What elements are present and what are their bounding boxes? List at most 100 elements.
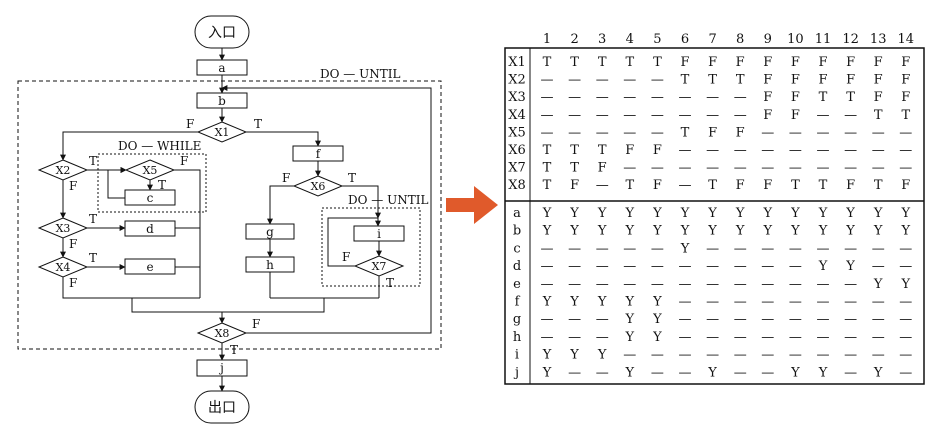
action-cell: —	[541, 241, 554, 256]
action-cell: Y	[680, 206, 690, 221]
condition-cell: —	[844, 108, 857, 123]
action-cell: —	[706, 348, 719, 363]
condition-cell: —	[541, 90, 554, 105]
action-cell: —	[596, 365, 609, 380]
condition-cell: F	[736, 125, 745, 140]
condition-cell: F	[736, 178, 745, 193]
condition-cell: T	[543, 161, 552, 176]
action-cell: —	[789, 259, 802, 274]
action-cell: —	[596, 241, 609, 256]
x2-true-label: T	[89, 154, 97, 168]
condition-cell: —	[734, 143, 747, 158]
action-cell: —	[734, 295, 747, 310]
x1-true-label: T	[254, 117, 262, 131]
action-cell: —	[872, 348, 885, 363]
action-cell: Y	[818, 365, 828, 380]
condition-cell: —	[706, 161, 719, 176]
action-cell: —	[568, 259, 581, 274]
action-cell: —	[596, 330, 609, 345]
action-cell: —	[817, 348, 830, 363]
condition-cell: F	[791, 55, 800, 70]
table-column-header: 7	[708, 32, 716, 47]
condition-cell: —	[789, 143, 802, 158]
action-cell: —	[651, 241, 664, 256]
condition-row-label: X2	[508, 73, 526, 88]
condition-cell: —	[679, 161, 692, 176]
action-cell: Y	[542, 206, 552, 221]
action-cell: —	[844, 277, 857, 292]
action-cell: Y	[625, 365, 635, 380]
condition-cell: T	[598, 55, 607, 70]
exit-terminator	[194, 390, 250, 424]
condition-cell: —	[679, 178, 692, 193]
condition-row-label: X7	[508, 161, 526, 176]
action-cell: —	[761, 259, 774, 274]
condition-cell: —	[761, 125, 774, 140]
condition-cell: F	[708, 125, 717, 140]
action-cell: —	[817, 295, 830, 310]
action-cell: Y	[901, 206, 911, 221]
action-cell: Y	[680, 224, 690, 239]
x3-true-label: T	[89, 212, 97, 226]
condition-cell: —	[844, 161, 857, 176]
condition-cell: —	[541, 108, 554, 123]
action-cell: —	[789, 277, 802, 292]
x7-true-label: T	[386, 276, 394, 290]
condition-row-label: X3	[508, 90, 526, 105]
action-cell: Y	[818, 259, 828, 274]
condition-cell: —	[706, 90, 719, 105]
action-cell: —	[872, 295, 885, 310]
action-cell: Y	[873, 277, 883, 292]
condition-cell: —	[596, 125, 609, 140]
condition-cell: F	[653, 143, 662, 158]
condition-cell: F	[680, 55, 689, 70]
x6-true-label: T	[348, 171, 356, 185]
action-cell: —	[761, 330, 774, 345]
action-cell: Y	[625, 330, 635, 345]
condition-cell: —	[789, 125, 802, 140]
action-cell: —	[761, 295, 774, 310]
action-cell: —	[872, 259, 885, 274]
action-cell: —	[734, 277, 747, 292]
condition-cell: T	[846, 90, 855, 105]
action-row-label: h	[513, 330, 522, 345]
action-cell: —	[899, 348, 912, 363]
action-cell: —	[596, 312, 609, 327]
condition-cell: F	[791, 73, 800, 88]
action-cell: Y	[707, 365, 717, 380]
condition-cell: T	[708, 73, 717, 88]
process-e-label: e	[146, 260, 153, 274]
condition-cell: F	[874, 90, 883, 105]
action-cell: Y	[625, 224, 635, 239]
action-cell: —	[541, 259, 554, 274]
process-b-label: b	[218, 94, 226, 108]
process-a-label: a	[218, 61, 225, 75]
action-cell: —	[872, 241, 885, 256]
condition-cell: —	[623, 73, 636, 88]
x8-false-label: F	[252, 317, 260, 331]
action-cell: —	[596, 259, 609, 274]
condition-cell: —	[568, 108, 581, 123]
action-cell: Y	[707, 206, 717, 221]
x4-false-label: F	[69, 276, 77, 290]
action-cell: Y	[625, 295, 635, 310]
decision-x5-label: X5	[143, 164, 158, 177]
condition-cell: T	[570, 161, 579, 176]
condition-cell: —	[541, 125, 554, 140]
process-j-label: j	[218, 361, 224, 375]
condition-cell: F	[736, 55, 745, 70]
action-cell: Y	[542, 348, 552, 363]
action-cell: Y	[652, 330, 662, 345]
action-cell: —	[817, 277, 830, 292]
condition-cell: T	[543, 55, 552, 70]
action-cell: —	[706, 259, 719, 274]
condition-cell: F	[874, 55, 883, 70]
table-column-header: 3	[598, 32, 606, 47]
action-cell: Y	[597, 206, 607, 221]
condition-cell: —	[541, 73, 554, 88]
action-cell: Y	[569, 348, 579, 363]
action-cell: Y	[845, 224, 855, 239]
condition-cell: T	[625, 178, 634, 193]
